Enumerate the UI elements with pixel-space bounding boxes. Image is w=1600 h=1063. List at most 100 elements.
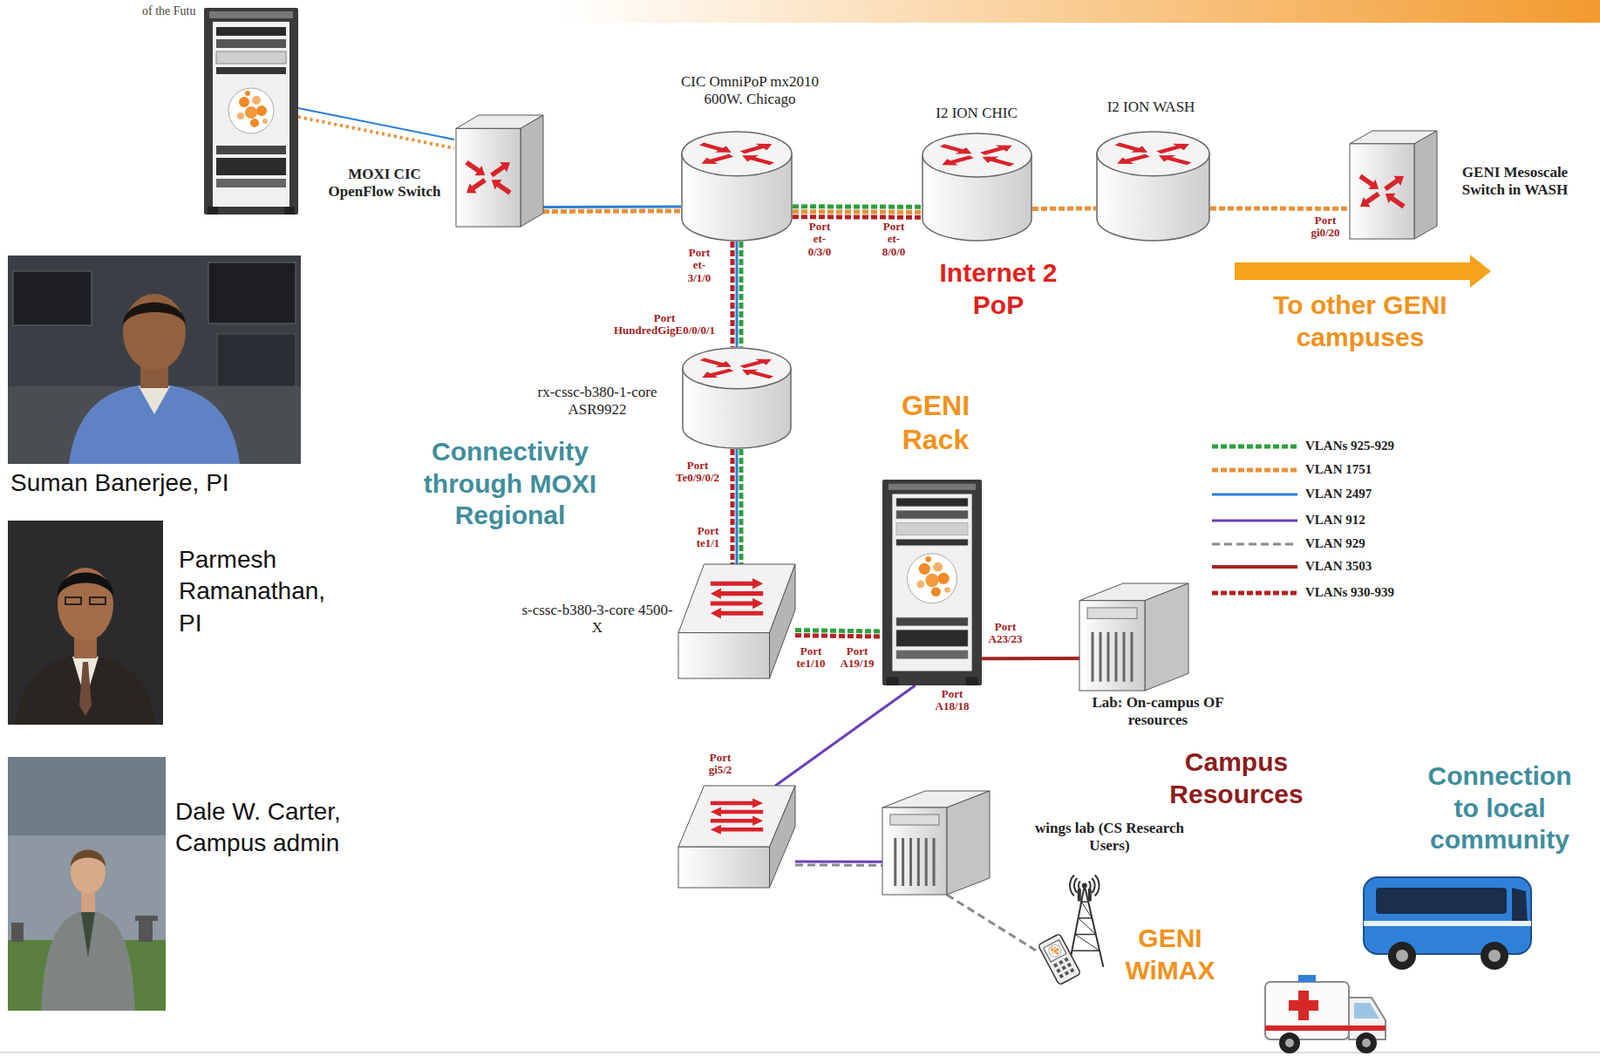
port-label: Port gi0/20	[1308, 214, 1342, 240]
mesoscale-switch-icon-part	[1382, 189, 1408, 212]
link-strand	[543, 204, 681, 209]
rack-icon-part	[216, 51, 286, 64]
wimax-base-station-icon-part	[1078, 917, 1093, 920]
portrait-photo-part	[70, 850, 106, 894]
mesoscale-switch-icon-part	[1356, 189, 1383, 212]
rack-icon-part	[216, 39, 286, 48]
router-icon-part	[922, 133, 1032, 178]
portrait-photo-part	[7, 520, 164, 725]
portrait-photo-part	[57, 572, 114, 599]
legend-sample	[1211, 444, 1298, 450]
device-label: CIC OmniPoP mx2010 600W. Chicago	[671, 73, 829, 108]
portrait-photo	[7, 255, 301, 464]
legend-label: VLAN 1751	[1305, 462, 1372, 477]
wings-server-icon-part	[893, 837, 897, 886]
router-icon-part	[736, 140, 778, 156]
link-strand	[543, 208, 681, 214]
openflow-switch-icon-part	[462, 157, 489, 181]
rack-icon-part	[204, 7, 299, 215]
portrait-photo-part	[122, 302, 186, 326]
lab-server-icon	[1079, 583, 1189, 691]
legend-sample	[1211, 591, 1298, 596]
portrait-photo-part	[138, 386, 171, 415]
router-icon-part	[936, 142, 978, 157]
direction-arrow	[1234, 254, 1492, 288]
geni-rack-icon-part	[944, 586, 951, 593]
port-label: Port et-8/0/0	[880, 220, 908, 259]
rack-icon-part	[237, 112, 245, 120]
legend-sample	[1211, 543, 1298, 546]
lab-server-icon-part	[1087, 607, 1138, 619]
openflow-switch-icon-part	[456, 128, 521, 227]
geni-rack-icon-part	[896, 510, 968, 518]
link-connector	[792, 206, 922, 218]
portrait-photo-part	[81, 912, 96, 958]
router-icon	[680, 130, 793, 242]
footer-rule	[0, 1051, 1600, 1054]
portrait-photo-part	[40, 910, 136, 1011]
portrait-photo-part	[208, 262, 296, 324]
core-switch-icon-part	[710, 587, 763, 599]
core-switch-icon-part	[710, 598, 763, 609]
link-strand	[795, 635, 883, 637]
portrait-photo-part	[138, 919, 153, 942]
access-switch-icon-part	[710, 816, 763, 826]
link-connector	[732, 241, 742, 348]
router-icon-part	[736, 151, 778, 167]
geni-rack-icon-part	[896, 497, 968, 506]
port-label: Port A18/18	[933, 687, 972, 714]
wimax-base-station-icon-part	[1063, 957, 1069, 962]
logo-text: of the Futu	[142, 4, 196, 19]
geni-rack: GENI Rack	[882, 479, 982, 686]
openflow-switch-icon-part	[488, 175, 514, 198]
bus-illustration-part	[1488, 949, 1501, 962]
mesoscale-switch-icon-part	[1349, 143, 1415, 239]
legend-sample	[1211, 468, 1298, 473]
legend-label: VLANs 925-929	[1305, 438, 1395, 454]
access-switch-icon-part	[710, 806, 763, 817]
router-icon-part	[936, 153, 978, 169]
core-switch-icon-part	[710, 598, 763, 609]
wimax-base-station-icon-part	[1067, 962, 1072, 967]
bus-illustration-part	[1388, 941, 1417, 970]
ambulance-illustration-part	[1285, 1038, 1294, 1048]
core-switch-icon	[678, 564, 796, 679]
wimax-base-station-icon-part	[1091, 878, 1095, 893]
wings-server-icon-part	[932, 837, 936, 886]
wimax-base-station-icon-part	[1078, 881, 1081, 891]
link-strand	[792, 214, 922, 220]
link-strand	[792, 204, 922, 210]
core-router-icon	[681, 347, 792, 450]
port-label: Port et-0/3/0	[806, 220, 834, 259]
region-callout: Connection to local community	[1422, 760, 1577, 857]
core-switch: s-cssc-b380-3-core 4500-X	[678, 564, 796, 679]
geni-rack-icon-part	[925, 556, 932, 563]
link-line	[298, 108, 455, 140]
ambulance-illustration-part	[1298, 974, 1316, 982]
link-strand	[730, 241, 736, 348]
link-strand	[946, 894, 1036, 951]
rack-icon-part	[209, 11, 293, 19]
wimax-base-station-icon-part	[1064, 970, 1069, 975]
wimax-base-station-icon-part	[1050, 946, 1053, 948]
access-switch-icon-part	[710, 824, 763, 835]
wings-server-icon-part	[925, 837, 928, 886]
geni-rack-icon-part	[886, 677, 899, 686]
core-router-icon-part	[696, 356, 737, 371]
core-router-icon-part	[736, 356, 777, 371]
portrait-photo-part	[122, 293, 186, 371]
core-switch-icon-part	[769, 564, 796, 679]
geni-rack-icon	[882, 479, 982, 686]
portrait-photo	[7, 756, 166, 1011]
link-connector	[1032, 207, 1097, 210]
rack-icon-part	[256, 105, 267, 116]
lab-server-icon-part	[1130, 632, 1134, 682]
link-connector	[732, 449, 742, 565]
geni-rack-icon-part	[925, 573, 939, 587]
rack-icon-part	[251, 95, 261, 105]
bus-illustration-part	[1395, 949, 1409, 962]
core-router-icon-part	[696, 367, 737, 382]
router-icon-part	[1152, 151, 1195, 167]
mesoscale-switch-icon-part	[1356, 170, 1383, 194]
person-caption: Dale W. Carter, Campus admin	[175, 796, 344, 860]
